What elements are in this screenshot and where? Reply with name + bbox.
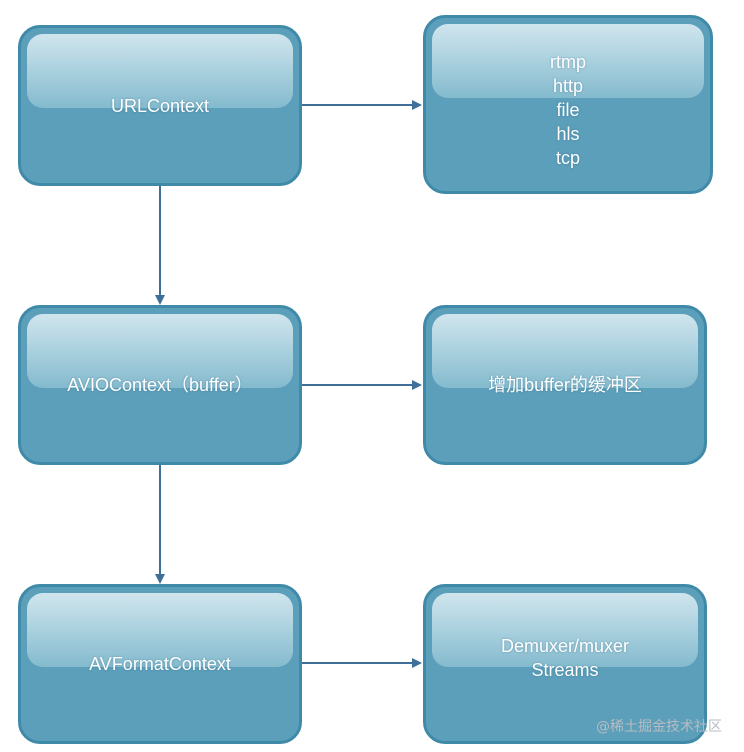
- protocol-rtmp: rtmp: [550, 52, 586, 72]
- node-gloss: [432, 314, 698, 388]
- avio-context-node: AVIOContext（buffer）: [18, 305, 302, 465]
- protocols-node: rtmp http file hls tcp: [423, 15, 713, 194]
- node-gloss: [27, 593, 293, 667]
- buffer-node: 增加buffer的缓冲区: [423, 305, 707, 465]
- buffer-label: 增加buffer的缓冲区: [488, 375, 642, 395]
- protocol-hls: hls: [556, 124, 580, 144]
- avformat-context-label: AVFormatContext: [89, 654, 231, 674]
- node-gloss: [27, 34, 293, 108]
- demuxer-label: Demuxer/muxer: [500, 636, 630, 656]
- url-context-label: URLContext: [110, 95, 210, 116]
- watermark: @稀土掘金技术社区: [596, 719, 722, 735]
- node-gloss: [432, 24, 704, 98]
- streams-label: Streams: [531, 660, 599, 680]
- protocol-file: file: [556, 100, 580, 120]
- demuxer-node: Demuxer/muxer Streams: [423, 584, 707, 744]
- url-context-node: URLContext: [18, 25, 302, 186]
- protocol-tcp: tcp: [555, 148, 580, 168]
- avformat-context-node: AVFormatContext: [18, 584, 302, 744]
- node-gloss: [432, 593, 698, 667]
- node-gloss: [27, 314, 293, 388]
- protocol-http: http: [552, 76, 584, 96]
- avio-context-label: AVIOContext（buffer）: [67, 375, 253, 395]
